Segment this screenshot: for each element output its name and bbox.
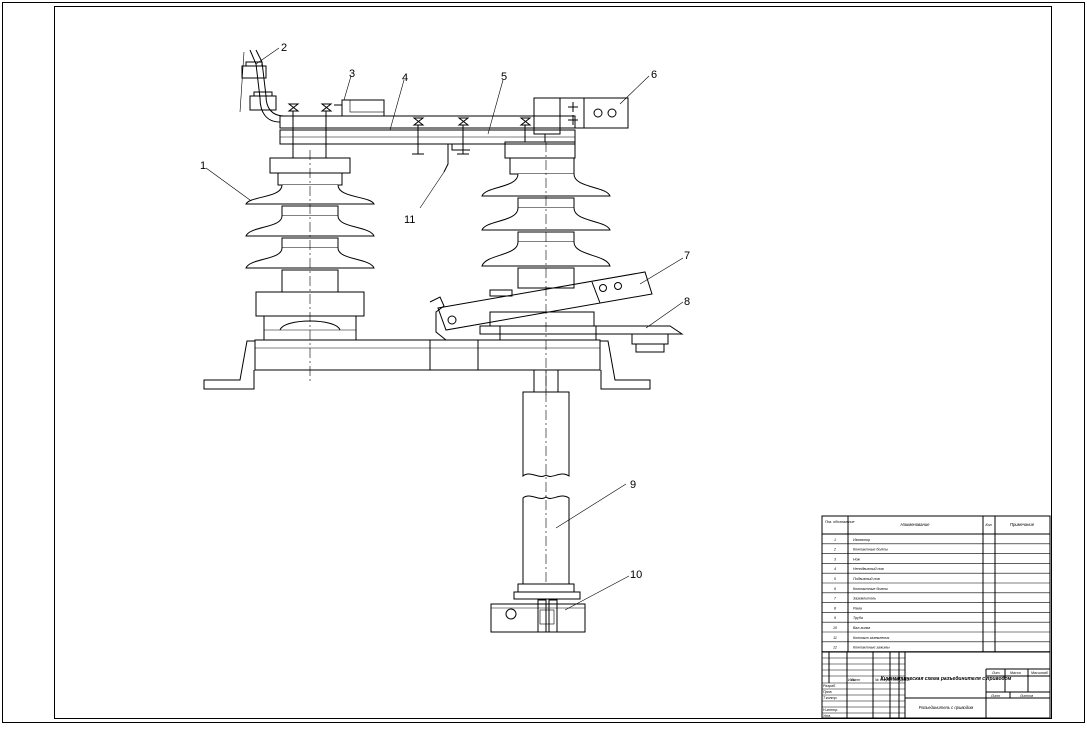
callout-3: 3 bbox=[349, 68, 355, 80]
inner-frame bbox=[54, 6, 1052, 719]
callout-7: 7 bbox=[684, 250, 690, 262]
callout-9: 9 bbox=[630, 479, 636, 491]
spec-row-name: Контактные зажимы bbox=[853, 646, 890, 650]
callout-10: 10 bbox=[630, 569, 642, 581]
callout-8: 8 bbox=[684, 296, 690, 308]
spec-header-pos: Поз. обозначение bbox=[825, 520, 854, 524]
callout-11: 11 bbox=[404, 214, 415, 226]
tb-role-tkontr: Т.контр. bbox=[823, 696, 838, 700]
spec-row-name: Нож bbox=[853, 557, 861, 561]
terminal-bolt-stack bbox=[239, 49, 285, 123]
spec-header-qty: Кол. bbox=[985, 523, 992, 527]
drive-fork bbox=[490, 599, 586, 633]
base-frame bbox=[203, 339, 651, 390]
tb-role-prov: Пров. bbox=[823, 690, 832, 694]
tb-col-list: Лист bbox=[850, 678, 860, 682]
spec-row-name: Труба bbox=[853, 616, 863, 620]
spec-row-name: Контакт заземления bbox=[853, 636, 889, 640]
spec-row-pos: 12 bbox=[833, 646, 837, 650]
spec-row-name: Вал-вилка bbox=[853, 626, 870, 630]
tb-col-sign: Подп. bbox=[891, 678, 901, 682]
spec-row-pos: 10 bbox=[833, 626, 837, 630]
specification-table: Поз. обозначение Наименование Кол. Приме… bbox=[821, 515, 1051, 653]
leader-lines bbox=[205, 47, 684, 611]
spec-row-pos: 3 bbox=[834, 557, 836, 561]
insulator-right bbox=[481, 141, 611, 395]
spec-row-pos: 6 bbox=[834, 587, 836, 591]
spec-row-pos: 9 bbox=[834, 616, 836, 620]
callout-1: 1 bbox=[200, 160, 206, 172]
frame-bracket bbox=[479, 325, 684, 353]
spec-row-pos: 2 bbox=[833, 548, 836, 552]
tb-col-date: Дата bbox=[899, 678, 909, 682]
tb-col-izm: Изм. bbox=[848, 678, 856, 682]
callout-6: 6 bbox=[651, 69, 657, 81]
spec-row-pos: 8 bbox=[834, 606, 836, 610]
callout-labels: 1 2 3 4 5 6 7 8 9 10 11 bbox=[200, 42, 690, 581]
spec-row-name: Рама bbox=[853, 606, 862, 610]
tb-masshtab: Масштаб bbox=[1031, 671, 1049, 675]
tb-massa: Масса bbox=[1010, 671, 1021, 675]
title-block: Изм. Лист № докум. Подп. Дата Разраб. Пр… bbox=[821, 651, 1051, 719]
callout-4: 4 bbox=[402, 72, 408, 84]
tb-role-nkontr: Н.контр. bbox=[823, 708, 838, 712]
tb-sheets: Листов bbox=[1019, 694, 1033, 698]
drive-tube bbox=[513, 369, 581, 600]
tb-subtitle: Разъединитель с приводом bbox=[919, 705, 974, 710]
spec-header-name: Наименование bbox=[901, 522, 931, 527]
spec-row-name: Заземлитель bbox=[853, 597, 876, 601]
tb-lit: Лит. bbox=[991, 671, 1000, 675]
insulator-left bbox=[245, 150, 375, 384]
callout-5: 5 bbox=[501, 71, 507, 83]
spec-row-name: Контактные болты bbox=[853, 587, 888, 591]
spec-row-pos: 11 bbox=[833, 636, 837, 640]
spec-row-name: Контактные болты bbox=[853, 548, 888, 552]
tb-col-doc: № докум. bbox=[875, 678, 891, 682]
spec-row-name: Неподвижный нож bbox=[853, 567, 884, 571]
tb-sheet: Лист bbox=[990, 694, 1000, 698]
tb-title: Кинематическая схема разъединителя с при… bbox=[881, 676, 1012, 682]
callout-2: 2 bbox=[281, 42, 287, 54]
blade-assembly bbox=[279, 97, 629, 173]
spec-row-pos: 4 bbox=[834, 567, 836, 571]
tb-role-razrab: Разраб. bbox=[823, 684, 836, 688]
grounding-blade bbox=[429, 271, 653, 341]
spec-row-pos: 5 bbox=[834, 577, 836, 581]
spec-header-note: Примечание bbox=[1010, 522, 1035, 527]
spec-row-name: Подвижный нож bbox=[853, 577, 880, 581]
spec-row-pos: 7 bbox=[834, 597, 837, 601]
tb-role-utv: Утв. bbox=[823, 714, 831, 718]
spec-row-name: Изолятор bbox=[853, 538, 870, 542]
spec-row-pos: 1 bbox=[834, 538, 836, 542]
